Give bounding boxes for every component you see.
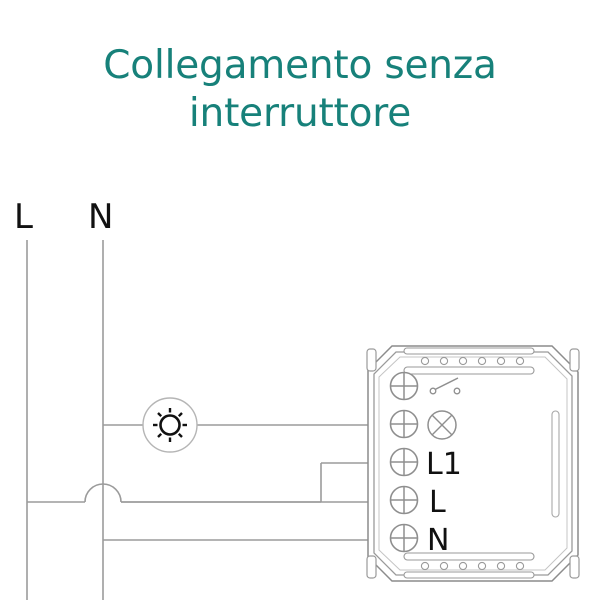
vent-strip-bottom [403,552,535,579]
device-corner-tabs [366,348,580,579]
supply-label-l: L [14,197,33,237]
terminal-screw-3[interactable] [389,447,419,477]
terminal-screws[interactable] [389,371,419,553]
supply-label-n: N [88,197,113,237]
terminal-screw-4[interactable] [389,485,419,515]
wire-hop-crossing [84,483,122,503]
terminal-label-n: N [427,523,449,558]
title-line-2: interruttore [188,90,412,136]
device-side-slot [551,410,560,518]
page-title: Collegamento senza interruttore [0,42,600,137]
terminal-screw-2[interactable] [389,409,419,439]
device-inner-face [373,351,573,576]
lamp-crossed-circle-icon [427,410,457,440]
terminal-label-l: L [429,485,446,520]
lamp-bulb-icon [142,397,198,453]
switch-contact-icon [429,377,461,395]
terminal-label-l1: L1 [426,447,462,482]
terminal-screw-1[interactable] [389,371,419,401]
device-contour-line [378,356,568,571]
title-line-1: Collegamento senza [103,43,497,88]
vent-strip-top [403,347,535,375]
relay-module-device[interactable]: L1 L N [366,345,580,582]
terminal-screw-5[interactable] [389,523,419,553]
